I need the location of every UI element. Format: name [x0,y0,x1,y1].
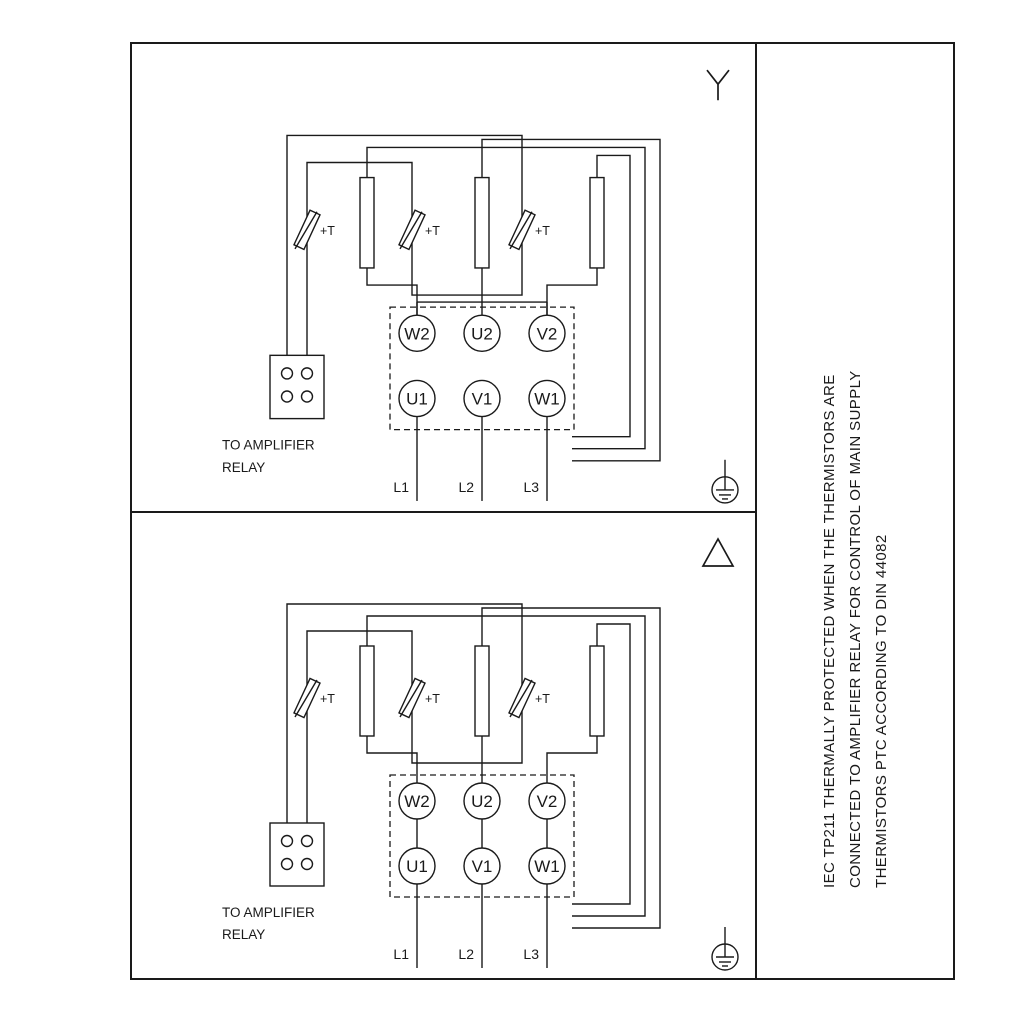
side-note-line: CONNECTED TO AMPLIFIER RELAY FOR CONTROL… [846,370,864,888]
terminal-label: W2 [404,792,430,811]
thermistor-label: +T [425,224,440,238]
thermistor-label: +T [320,224,335,238]
relay-caption: TO AMPLIFIER [222,905,315,920]
terminal-circle [463,782,501,820]
motor-windings [359,645,605,737]
thermistor-symbol: +T [398,677,440,719]
wiring [286,603,661,929]
motor-winding [359,645,375,737]
dashed-terminal-outline [389,306,575,431]
terminal-circle [398,314,436,353]
supply-label: L3 [523,946,539,962]
earth-ground-icon [711,459,739,504]
terminal-label: U1 [406,857,428,876]
supply-label: L1 [393,946,409,962]
terminal-block: W2 U2 V2 U1 V1 W1 [389,306,575,431]
thermistor-symbol: +T [293,209,335,251]
terminal-block: W2 U2 V2 U1 V1 W1 [389,774,575,898]
thermistors: +T +T +T [293,209,550,251]
thermistors: +T +T +T [293,677,550,719]
thermistor-symbol: +T [293,677,335,719]
motor-winding [589,176,605,269]
thermistor-symbol: +T [508,677,550,719]
terminal-label: U1 [406,390,428,409]
delta-connection-panel: +T +T +T [132,513,755,978]
diagram-frame: +T +T +T [130,42,955,980]
star-connection-panel: +T +T +T [132,44,755,513]
terminal-circle [528,782,566,820]
side-note: IEC TP211 THERMALLY PROTECTED WHEN THE T… [757,44,953,976]
diagram-panels: +T +T +T [132,44,755,978]
thermistor-label: +T [535,692,550,706]
motor-winding [359,176,375,269]
supply-leads: L1 L2 L3 [393,416,548,501]
thermistor-label: +T [425,692,440,706]
terminal-label: W1 [534,857,560,876]
side-note-line: IEC TP211 THERMALLY PROTECTED WHEN THE T… [820,374,838,888]
relay-caption: TO AMPLIFIER [222,438,315,453]
terminal-label: U2 [471,792,493,811]
side-note-strip: IEC TP211 THERMALLY PROTECTED WHEN THE T… [755,44,953,978]
terminal-circle [463,314,501,353]
terminal-label: U2 [471,324,493,343]
amplifier-relay-connector [269,354,325,420]
dashed-terminal-outline [389,774,575,898]
wye-symbol [706,69,730,101]
supply-label: L2 [458,479,474,495]
supply-label: L2 [458,946,474,962]
wiring [286,134,661,462]
terminal-label: W2 [404,324,429,343]
thermistor-label: +T [535,224,550,238]
supply-label: L1 [393,479,409,495]
terminal-label: W1 [534,390,559,409]
terminal-label: V1 [472,857,493,876]
amplifier-relay-connector [269,822,325,887]
motor-winding [589,645,605,737]
terminal-label: V1 [472,390,493,409]
side-note-line: THERMISTORS PTC ACCORDING TO DIN 44082 [872,534,890,888]
terminal-circle [398,782,436,820]
thermistor-symbol: +T [508,209,550,251]
supply-leads: L1 L2 L3 [393,884,548,968]
motor-winding [474,176,490,269]
thermistor-label: +T [320,692,335,706]
motor-windings [359,176,605,269]
relay-caption: RELAY [222,927,265,942]
supply-label: L3 [523,479,539,495]
delta-symbol [701,537,735,567]
thermistor-symbol: +T [398,209,440,251]
terminal-label: V2 [537,324,558,343]
terminal-circle [528,314,566,353]
motor-winding [474,645,490,737]
terminal-label: V2 [537,792,558,811]
earth-ground-icon [711,927,739,971]
relay-caption: RELAY [222,460,265,475]
